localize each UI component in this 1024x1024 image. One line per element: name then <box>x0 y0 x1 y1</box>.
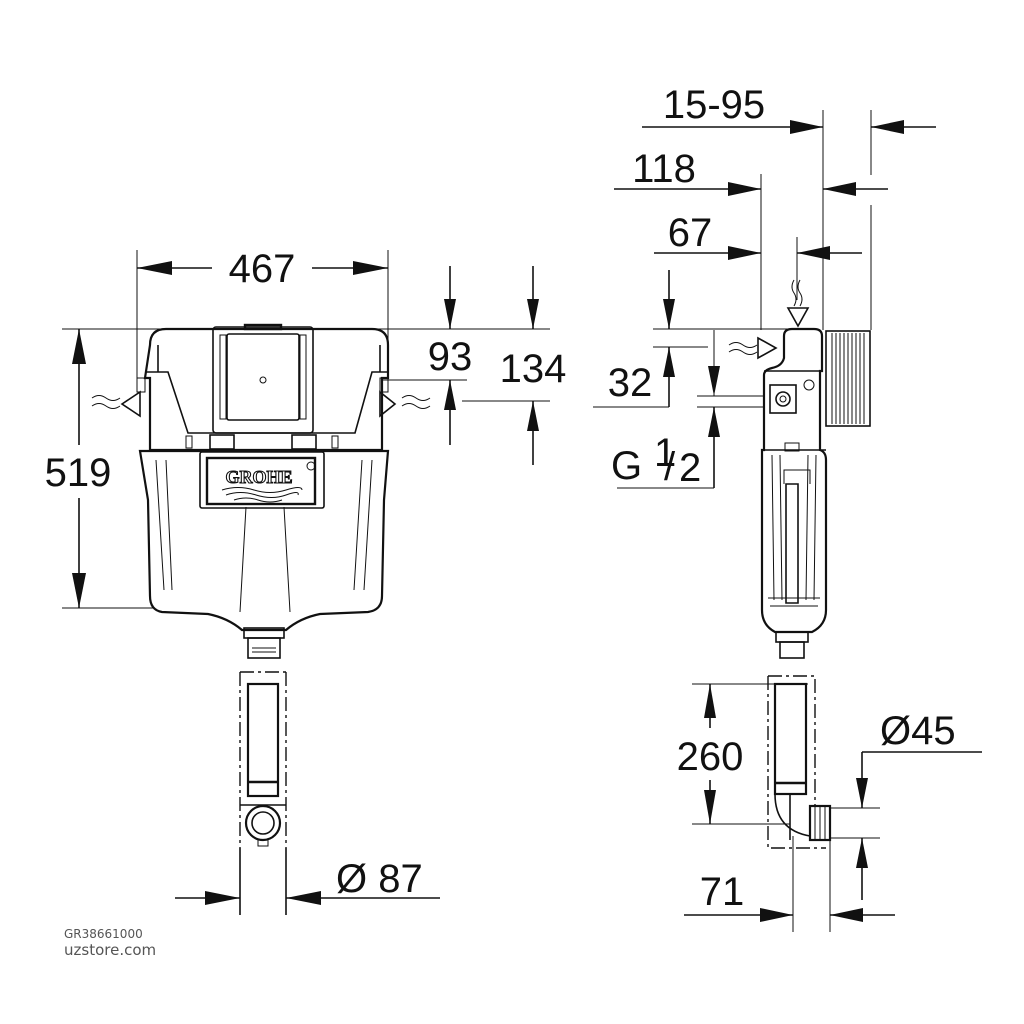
inlet-offset-93: 93 <box>428 335 473 379</box>
front-view: 467 519 93 134 <box>45 247 566 915</box>
dimension-45: Ø45 <box>830 709 982 900</box>
site-name: uzstore.com <box>64 941 156 959</box>
watermark: GR38661000 uzstore.com <box>64 927 156 959</box>
width-label: 467 <box>229 247 296 291</box>
dimension-67: 67 <box>654 211 862 300</box>
depth-118-label: 118 <box>632 147 696 191</box>
pipe-height-label: 260 <box>677 735 744 779</box>
dimension-467: 467 <box>136 247 389 390</box>
cistern-front: GROHE <box>91 323 431 659</box>
dimension-134: 134 <box>462 266 566 465</box>
dimension-260: 260 <box>677 683 808 825</box>
thread-denominator: 2 <box>679 446 701 490</box>
height-label: 519 <box>45 451 112 495</box>
flush-pipe-side <box>767 675 832 849</box>
pipe-offset-label: 71 <box>700 870 745 914</box>
inlet-offset-134: 134 <box>500 347 567 391</box>
depth-67-label: 67 <box>668 211 713 255</box>
outlet-diameter-label: Ø45 <box>880 709 956 753</box>
product-code: GR38661000 <box>64 927 143 941</box>
depth-range-label: 15-95 <box>663 83 765 127</box>
threaded-grip <box>831 333 865 424</box>
dimension-87: Ø 87 <box>175 857 440 905</box>
dimension-15-95: 15-95 <box>642 83 936 330</box>
thread-numerator: 1 <box>654 431 676 475</box>
dimension-519: 519 <box>45 328 550 609</box>
flush-pipe-front <box>239 671 287 915</box>
thread-slash: / <box>664 445 676 489</box>
grohe-logo: GROHE <box>225 467 292 487</box>
dimension-71: 71 <box>684 836 895 932</box>
cistern-side <box>728 279 871 659</box>
dimension-thread: G 1 / 2 <box>611 330 790 490</box>
inlet-height-label: 32 <box>608 361 653 405</box>
flush-pipe-diameter: Ø 87 <box>336 857 423 901</box>
dimension-118: 118 <box>614 147 888 330</box>
dimension-32: 32 <box>593 270 790 408</box>
thread-g-label: G <box>611 444 642 488</box>
side-view: 15-95 118 67 <box>593 83 982 932</box>
